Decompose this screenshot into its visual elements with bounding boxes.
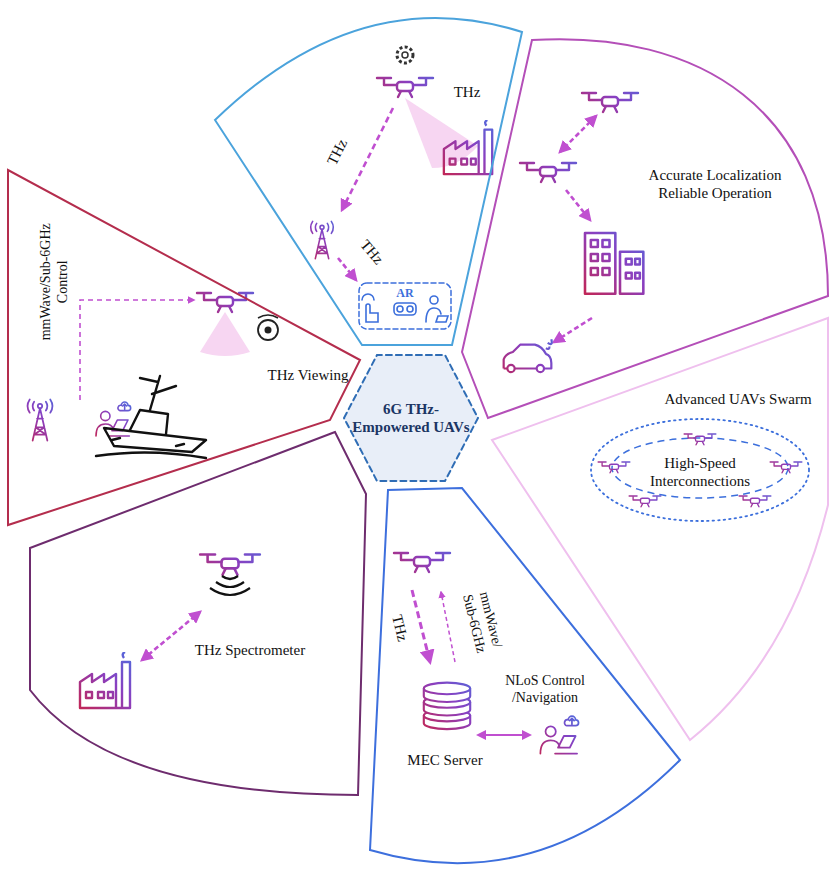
illustration-part (397, 47, 413, 63)
illustration-part (598, 462, 630, 473)
illustration-part (424, 683, 470, 729)
illustration-part (210, 576, 250, 595)
illustration-part (394, 553, 450, 572)
illustration-part (258, 315, 278, 318)
node-label: NLoS Control /Navigation (500, 673, 590, 707)
spectrometer-art (80, 555, 260, 708)
outline-shape (591, 419, 809, 521)
outline-shape (8, 170, 360, 525)
node-label: AR (392, 286, 418, 300)
illustration-part (430, 296, 438, 304)
node-label: THz (354, 232, 391, 271)
illustration-part (412, 590, 430, 662)
outline-shape (370, 488, 680, 863)
node-label: THz Viewing (262, 366, 354, 384)
illustration-part (96, 376, 206, 458)
mec-sector-art (394, 553, 579, 754)
sector-panel: mmWave/Sub-6GHz ControlTHz Viewing (8, 170, 360, 525)
outline-shape (462, 39, 828, 418)
illustration-part (585, 233, 643, 294)
illustration-part (265, 327, 272, 334)
sector-panel-outline (462, 30, 828, 420)
node-label: Accurate Localization Reliable Operation (640, 166, 790, 202)
illustration-part (140, 376, 176, 410)
illustration-part (28, 399, 53, 440)
illustration-part (405, 98, 478, 168)
sector-panel-outline (30, 432, 366, 795)
outline-shape (30, 432, 366, 795)
illustration-part (397, 306, 403, 312)
illustration-part (612, 438, 788, 498)
node-label: Advanced UAVs Swarm (658, 390, 818, 408)
illustration-part (441, 592, 455, 662)
illustration-part (560, 116, 596, 152)
illustration-part (104, 428, 206, 452)
sector-panel: THz mmWave/ Sub-6GHzNLoS Control /Navigat… (370, 488, 680, 860)
swarm-ellipse: High-Speed Interconnections (590, 418, 810, 522)
node-label: THz (321, 132, 353, 172)
illustration-part (200, 312, 250, 356)
node-label: mmWave/Sub-6GHz Control (38, 218, 72, 346)
outline-shape (215, 18, 522, 345)
illustration-part (407, 306, 413, 312)
swarm-art (598, 434, 802, 507)
sector-panel-outline (8, 170, 360, 525)
sector-panel: Accurate Localization Reliable Operation (462, 30, 828, 420)
illustration-part (402, 52, 408, 58)
illustration-part (258, 320, 278, 340)
illustration-part (342, 108, 393, 210)
outline-shape (492, 318, 828, 740)
illustration-part (377, 78, 433, 97)
sector-panel: THz Spectrometer (30, 432, 366, 795)
node-label: THz (449, 83, 485, 101)
illustration-part (394, 303, 416, 315)
illustration-part (554, 318, 592, 342)
sector-panel: THzTHzTHzAR (215, 0, 530, 348)
illustration-part (582, 93, 638, 112)
illustration-part (739, 496, 771, 507)
illustration-part (80, 652, 130, 708)
sector-panel-outline (215, 0, 530, 348)
illustration-part (197, 293, 253, 312)
illustration-part (200, 555, 260, 575)
node-label: MEC Server (395, 751, 495, 769)
illustration-part (80, 300, 194, 400)
outline-shape (344, 355, 478, 481)
node-label: THz (387, 609, 413, 646)
localization-sector-art (504, 93, 644, 372)
node-label: mmWave/ Sub-6GHz (456, 580, 507, 664)
illustration-part (504, 339, 552, 372)
illustration-part (540, 716, 578, 753)
illustration-part (362, 294, 378, 322)
illustration-part (478, 734, 530, 736)
top-sector-art (311, 47, 493, 322)
illustration-part (311, 221, 334, 258)
dashed-box: AR (358, 282, 452, 330)
illustration-part (770, 462, 802, 473)
illustration-part (426, 308, 448, 322)
node-label: High-Speed Interconnections (641, 454, 759, 490)
illustration-part (142, 612, 200, 660)
illustration-part (520, 163, 576, 182)
illustration-part (96, 452, 206, 458)
node-label: 6G THz-Empowered UAVs (348, 400, 474, 436)
illustration-part (684, 434, 716, 445)
illustration-part (629, 496, 661, 507)
node-label: THz Spectrometer (180, 641, 320, 659)
illustration-part (338, 258, 356, 280)
outline-shape (359, 283, 451, 329)
center-hexagon-outline (344, 355, 478, 481)
illustration-part (112, 438, 184, 446)
center-hexagon: 6G THz-Empowered UAVs (344, 355, 478, 481)
illustration-part (130, 410, 168, 434)
rescue-sector-art (28, 293, 278, 458)
illustration-part (444, 120, 492, 174)
illustration-part (566, 190, 590, 220)
